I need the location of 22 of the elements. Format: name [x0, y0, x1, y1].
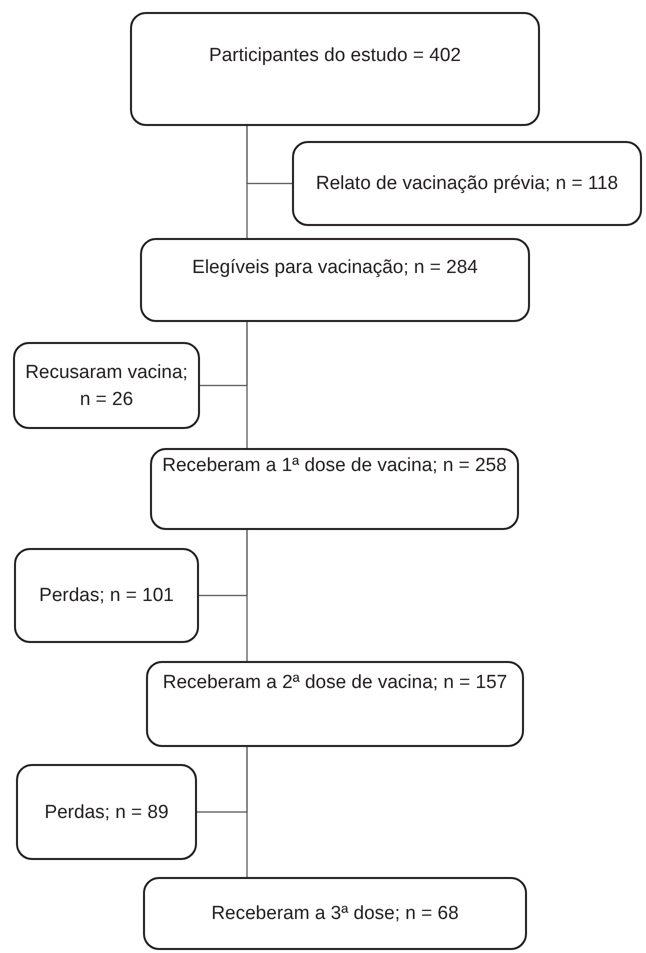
process-box [16, 764, 197, 860]
process-box [143, 877, 527, 950]
process-box [140, 238, 530, 322]
box-text: Perdas; n = 101 [39, 584, 174, 608]
box-text: Recusaram vacina; n = 26 [24, 360, 189, 412]
box-text: Receberam a 1ª dose de vacina; n = 258 [162, 454, 507, 478]
connector-line [246, 530, 248, 661]
box-text: Receberam a 3ª dose; n = 68 [211, 902, 459, 926]
process-box [14, 548, 199, 643]
process-box [13, 342, 200, 429]
connector-line [246, 322, 248, 448]
box-text: Relato de vacinação prévia; n = 118 [316, 172, 618, 196]
box-text: Elegíveis para vacinação; n = 284 [192, 256, 478, 280]
process-box [150, 448, 519, 530]
process-box [130, 12, 540, 126]
box-text: Participantes do estudo = 402 [209, 44, 461, 68]
process-box [292, 141, 642, 226]
box-text: Perdas; n = 89 [44, 800, 169, 824]
box-text: Receberam a 2ª dose de vacina; n = 157 [162, 671, 508, 695]
process-box [146, 661, 524, 747]
connector-line [246, 126, 248, 238]
connector-line [246, 747, 248, 877]
